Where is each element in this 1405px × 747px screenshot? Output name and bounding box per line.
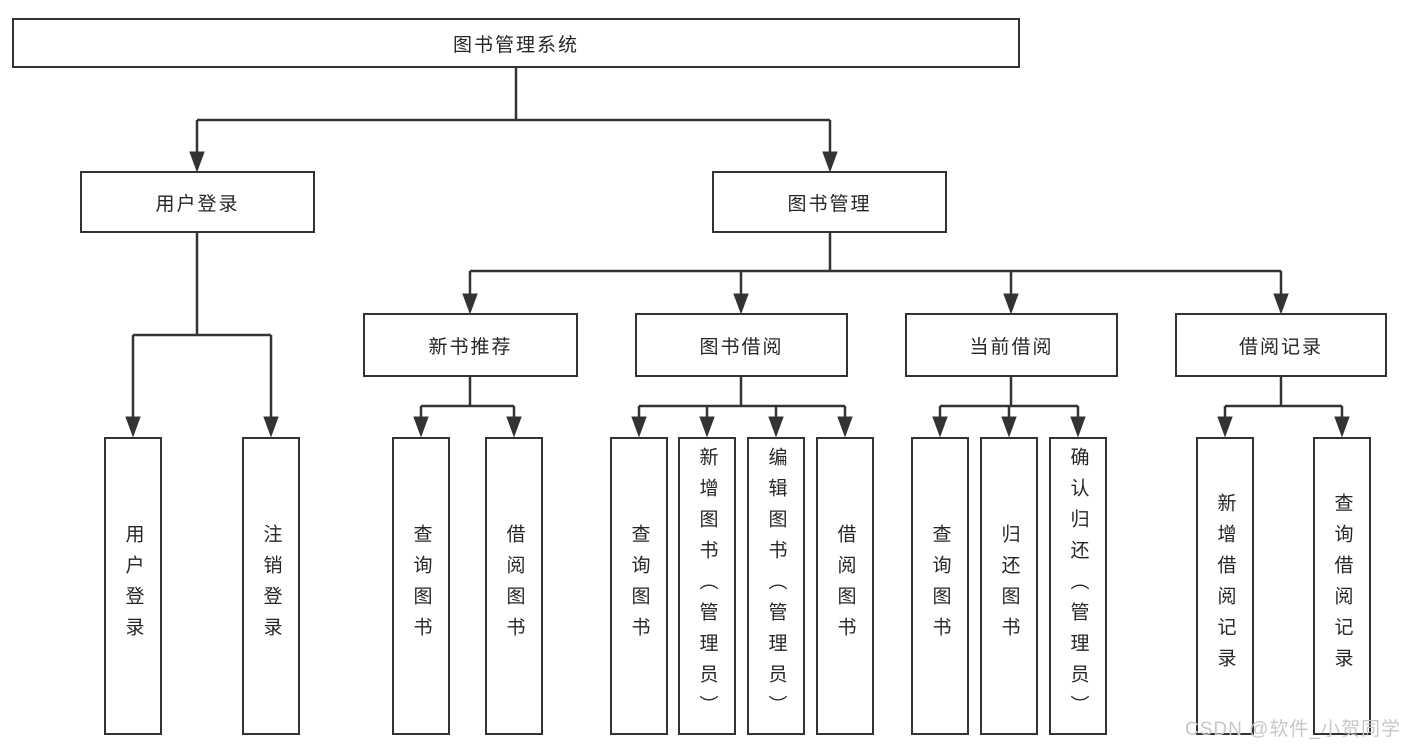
connector-root-to-level2 bbox=[189, 68, 838, 173]
leaf-return-books-label: 归还图书 bbox=[998, 524, 1020, 648]
connector-user-login-branch bbox=[125, 233, 279, 438]
node-new-book-recommend: 新书推荐 bbox=[363, 313, 578, 377]
node-root: 图书管理系统 bbox=[12, 18, 1020, 68]
leaf-edit-books-admin: 编辑图书（管理员） bbox=[747, 437, 805, 735]
node-book-borrow-label: 图书借阅 bbox=[699, 336, 784, 358]
leaf-user-login-label: 用户登录 bbox=[122, 524, 144, 648]
leaf-user-login: 用户登录 bbox=[104, 437, 162, 735]
leaf-query-books-recommend: 查询图书 bbox=[392, 437, 450, 735]
node-book-management-label: 图书管理 bbox=[787, 193, 872, 215]
node-book-management: 图书管理 bbox=[712, 171, 947, 233]
leaf-query-books-recommend-label: 查询图书 bbox=[410, 524, 432, 648]
leaf-add-borrow-record-label: 新增借阅记录 bbox=[1214, 493, 1236, 679]
leaf-confirm-return-admin: 确认归还（管理员） bbox=[1049, 437, 1107, 735]
leaf-edit-books-admin-label: 编辑图书（管理员） bbox=[765, 446, 787, 726]
csdn-watermark: CSDN @软件_小贺同学 bbox=[1185, 719, 1401, 740]
node-current-borrow-label: 当前借阅 bbox=[969, 336, 1054, 358]
node-book-borrow: 图书借阅 bbox=[635, 313, 848, 377]
leaf-query-books-borrow: 查询图书 bbox=[610, 437, 668, 735]
node-borrow-records-label: 借阅记录 bbox=[1238, 336, 1323, 358]
leaf-add-books-admin: 新增图书（管理员） bbox=[678, 437, 736, 735]
connector-book-borrow-branch bbox=[631, 377, 853, 438]
node-user-login: 用户登录 bbox=[80, 171, 315, 233]
leaf-add-books-admin-label: 新增图书（管理员） bbox=[696, 446, 718, 726]
node-root-label: 图书管理系统 bbox=[452, 34, 579, 56]
connector-borrow-records-branch bbox=[1217, 377, 1350, 438]
node-current-borrow: 当前借阅 bbox=[905, 313, 1118, 377]
leaf-borrow-books: 借阅图书 bbox=[816, 437, 874, 735]
leaf-borrow-books-recommend-label: 借阅图书 bbox=[503, 524, 525, 648]
leaf-return-books: 归还图书 bbox=[980, 437, 1038, 735]
leaf-query-books-current-label: 查询图书 bbox=[929, 524, 951, 648]
leaf-query-borrow-record-label: 查询借阅记录 bbox=[1331, 493, 1353, 679]
connector-book-management-branch bbox=[462, 233, 1289, 315]
leaf-query-books-borrow-label: 查询图书 bbox=[628, 524, 650, 648]
leaf-query-books-current: 查询图书 bbox=[911, 437, 969, 735]
leaf-logout-label: 注销登录 bbox=[260, 524, 282, 648]
node-user-login-label: 用户登录 bbox=[155, 193, 240, 215]
leaf-borrow-books-label: 借阅图书 bbox=[834, 524, 856, 648]
leaf-confirm-return-admin-label: 确认归还（管理员） bbox=[1067, 446, 1089, 726]
node-borrow-records: 借阅记录 bbox=[1175, 313, 1387, 377]
leaf-borrow-books-recommend: 借阅图书 bbox=[485, 437, 543, 735]
connector-current-borrow-branch bbox=[932, 377, 1086, 438]
connector-new-book-recommend-branch bbox=[413, 377, 522, 438]
leaf-logout: 注销登录 bbox=[242, 437, 300, 735]
node-new-book-recommend-label: 新书推荐 bbox=[428, 336, 513, 358]
leaf-query-borrow-record: 查询借阅记录 bbox=[1313, 437, 1371, 735]
leaf-add-borrow-record: 新增借阅记录 bbox=[1196, 437, 1254, 735]
